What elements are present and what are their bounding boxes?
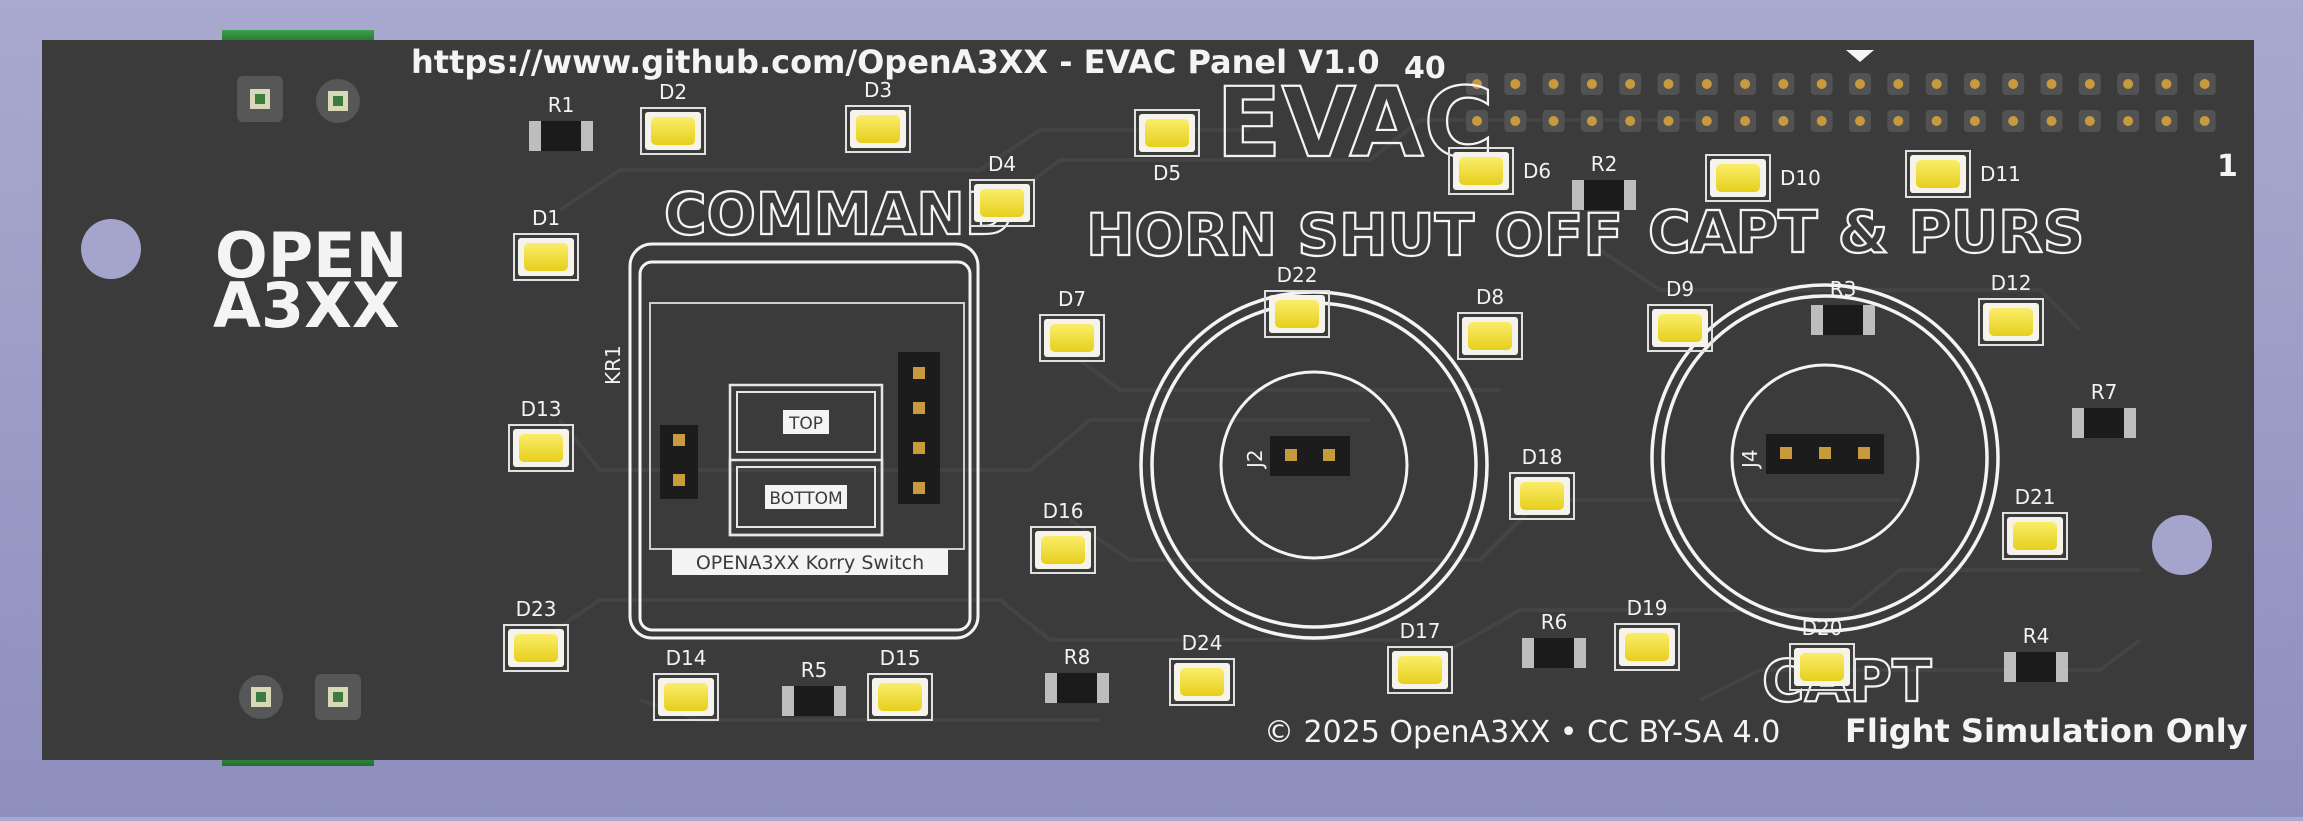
led-d22: D22	[1264, 263, 1330, 338]
led-ref-label: D21	[2015, 485, 2056, 509]
led-d20: D20	[1789, 616, 1855, 691]
led-ref-label: D13	[521, 397, 562, 421]
resistor-ref-label: R2	[1591, 152, 1618, 176]
led-d7: D7	[1039, 287, 1105, 362]
led-d8: D8	[1457, 285, 1523, 360]
led-d1: D1	[513, 206, 579, 281]
led-ref-label: D24	[1182, 631, 1223, 655]
evac-title: EVAC	[1216, 67, 1494, 179]
led-d14: D14	[653, 646, 719, 721]
led-d17: D17	[1387, 619, 1453, 694]
capt-purs-label: CAPT & PURS	[1648, 198, 2085, 266]
resistor-r6: R6	[1522, 610, 1586, 668]
led-ref-label: D9	[1666, 277, 1694, 301]
test-pad-group-bottom	[239, 674, 361, 720]
resistor-ref-label: R7	[2091, 380, 2118, 404]
led-d15: D15	[867, 646, 933, 721]
copyright-label: © 2025 OpenA3XX • CC BY-SA 4.0	[1264, 715, 1780, 750]
resistor-r4: R4	[2004, 624, 2068, 682]
flight-sim-disclaimer: Flight Simulation Only	[1845, 712, 2248, 750]
pin1-marker-icon	[1846, 50, 1874, 62]
url-silkscreen: https://www.github.com/OpenA3XX - EVAC P…	[411, 43, 1380, 81]
resistor-r3: R3	[1811, 277, 1875, 335]
led-d6: D6	[1448, 147, 1551, 195]
led-ref-label: D2	[659, 80, 687, 104]
led-d5: D5	[1134, 109, 1200, 185]
led-ref-label: D3	[864, 78, 892, 102]
capt-purs-button-footprint: J4	[1650, 283, 2000, 633]
led-d12: D12	[1978, 271, 2044, 346]
led-ref-label: D1	[532, 206, 560, 230]
led-d11: D11	[1905, 150, 2021, 198]
led-ref-label: D15	[880, 646, 921, 670]
led-d9: D9	[1647, 277, 1713, 352]
resistor-ref-label: R3	[1830, 277, 1857, 301]
copper-traces	[538, 118, 2142, 722]
led-ref-label: D17	[1400, 619, 1441, 643]
command-label: COMMAND	[664, 180, 1013, 248]
led-d18: D18	[1509, 445, 1575, 520]
led-d21: D21	[2002, 485, 2068, 560]
j2-label: J2	[1243, 449, 1267, 470]
led-d23: D23	[503, 597, 569, 672]
resistor-r8: R8	[1045, 645, 1109, 703]
led-ref-label: D11	[1980, 162, 2021, 186]
korry-ref-label: KR1	[601, 345, 625, 385]
led-ref-label: D12	[1991, 271, 2032, 295]
horn-shut-off-label: HORN SHUT OFF	[1086, 201, 1623, 269]
led-d4: D4	[969, 152, 1035, 227]
test-pad-group-top	[237, 76, 360, 123]
led-ref-label: D4	[988, 152, 1016, 176]
mounting-hole-left	[81, 219, 141, 279]
resistor-ref-label: R8	[1064, 645, 1091, 669]
led-ref-label: D5	[1153, 161, 1181, 185]
led-ref-label: D6	[1523, 159, 1551, 183]
led-d16: D16	[1030, 499, 1096, 574]
resistor-ref-label: R1	[548, 93, 575, 117]
korry-bottom-label: BOTTOM	[769, 489, 842, 509]
led-ref-label: D7	[1058, 287, 1086, 311]
pin-header-2x20	[1466, 73, 2216, 132]
openA3xx-logo-line1: OPEN	[215, 219, 407, 292]
header-pin-label-40: 40	[1404, 51, 1446, 86]
led-d13: D13	[508, 397, 574, 472]
led-ref-label: D16	[1043, 499, 1084, 523]
korry-name-label: OPENA3XX Korry Switch	[696, 552, 924, 574]
led-ref-label: D8	[1476, 285, 1504, 309]
led-ref-label: D22	[1277, 263, 1318, 287]
led-ref-label: D10	[1780, 166, 1821, 190]
resistor-r1: R1	[529, 93, 593, 151]
led-d19: D19	[1614, 596, 1680, 671]
led-d2: D2	[640, 80, 706, 155]
led-d24: D24	[1169, 631, 1235, 706]
led-ref-label: D20	[1802, 616, 1843, 640]
resistor-r7: R7	[2072, 380, 2136, 438]
mounting-hole-right	[2152, 515, 2212, 575]
led-ref-label: D18	[1522, 445, 1563, 469]
header-pin-label-1: 1	[2217, 149, 2238, 184]
resistor-r5: R5	[782, 658, 846, 716]
korry-switch-footprint: TOP BOTTOM OPENA3XX Korry Switch KR1	[601, 242, 980, 640]
resistor-ref-label: R4	[2023, 624, 2050, 648]
led-ref-label: D23	[516, 597, 557, 621]
led-ref-label: D19	[1627, 596, 1668, 620]
openA3xx-logo-line2: A3XX	[213, 269, 400, 342]
korry-top-label: TOP	[788, 414, 823, 434]
resistor-r2: R2	[1572, 152, 1636, 210]
led-d3: D3	[845, 78, 911, 153]
j4-label: J4	[1738, 449, 1762, 470]
led-ref-label: D14	[666, 646, 707, 670]
led-d10: D10	[1705, 154, 1821, 202]
resistor-ref-label: R5	[801, 658, 828, 682]
resistor-ref-label: R6	[1541, 610, 1568, 634]
